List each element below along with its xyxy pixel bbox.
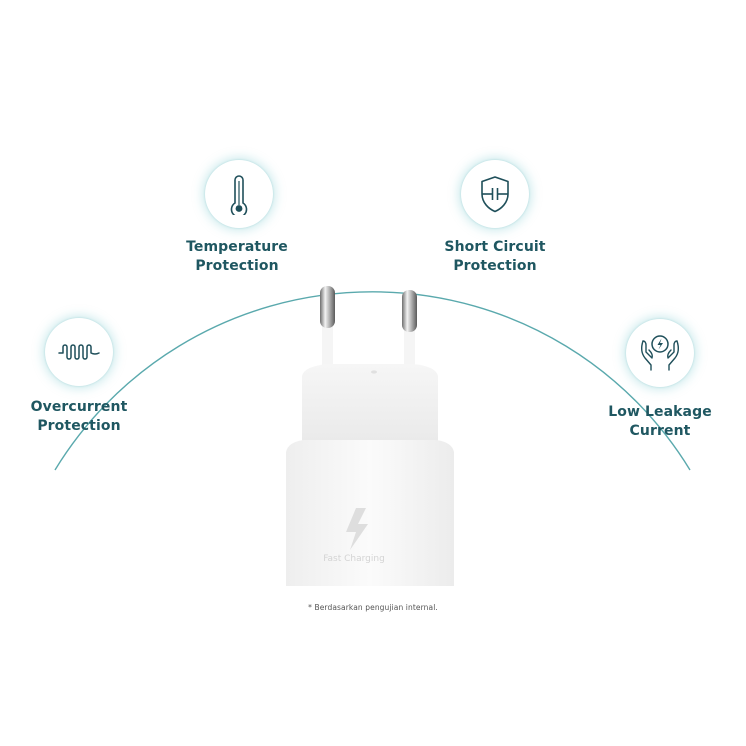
label-line-1: Overcurrent [30,399,128,415]
low-leakage-current-badge [626,319,694,387]
overcurrent-protection-badge [45,318,113,386]
charger-body [286,440,454,586]
temperature-protection-label: Temperature Protection [157,238,317,276]
temperature-protection-badge [205,160,273,228]
low-leakage-current-label: Low Leakage Current [580,403,740,441]
plug-head [302,364,438,442]
wave-current-icon [58,344,100,360]
fast-charging-marking: Fast Charging [323,554,385,564]
footnote: * Berdasarkan pengujian internal. [308,603,438,612]
thermometer-icon [230,175,248,215]
plug-pins [320,286,417,372]
hands-lightning-icon [640,335,680,371]
label-line-2: Protection [453,258,537,274]
overcurrent-protection-label: Overcurrent Protection [0,398,159,436]
label-line-1: Temperature [186,239,288,255]
short-circuit-protection-badge [461,160,529,228]
short-circuit-protection-label: Short Circuit Protection [415,238,575,276]
lightning-bolt-icon [346,508,368,550]
charger-product-image: Fast Charging [286,286,454,586]
label-line-1: Low Leakage [608,404,712,420]
label-line-2: Protection [37,418,121,434]
label-line-1: Short Circuit [444,239,546,255]
shield-capacitor-icon [481,176,509,213]
label-line-2: Current [629,423,691,439]
label-line-2: Protection [195,258,279,274]
